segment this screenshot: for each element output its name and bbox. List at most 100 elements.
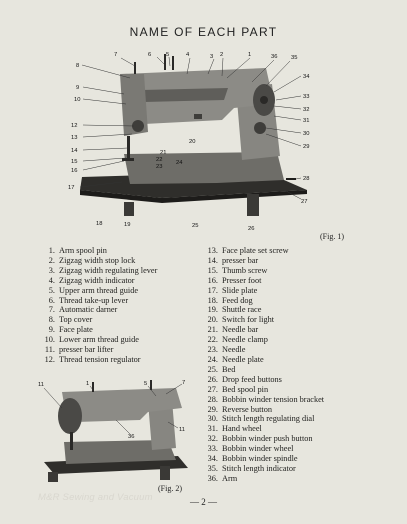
- list-item: 4.Zigzag width indicator: [48, 275, 135, 285]
- callout-2: 2: [220, 52, 223, 58]
- list-item: 29.Reverse button: [207, 404, 273, 414]
- callout-5: 5: [166, 52, 169, 58]
- sewing-machine-illustration: 7 6 5 4 3 2 1 36 35 8 9 10 12 13 14 15 1…: [68, 52, 310, 232]
- callout-21: 21: [160, 150, 166, 156]
- callout-30: 30: [303, 131, 309, 137]
- callout-26: 26: [248, 226, 254, 232]
- hand-wheel-hub: [260, 96, 268, 104]
- list-item: 5.Upper arm thread guide: [48, 285, 139, 295]
- bed-leg: [124, 202, 134, 216]
- callout-14: 14: [71, 148, 78, 154]
- needle-bar: [127, 136, 130, 158]
- list-item: 15.Thumb screw: [207, 265, 268, 275]
- list-item: 9.Face plate: [48, 325, 93, 335]
- needle-bar: [70, 432, 73, 450]
- list-item: 20.Switch for light: [207, 315, 275, 325]
- list-item: 16.Presser foot: [207, 275, 262, 285]
- list-item: 33.Bobbin winder wheel: [207, 444, 294, 454]
- machine-base: [64, 440, 176, 464]
- fig2-callout-11: 11: [38, 382, 44, 388]
- list-item: 23.Needle: [207, 345, 246, 355]
- machine-head: [58, 398, 82, 434]
- callout-36: 36: [271, 54, 277, 60]
- callout-20: 20: [189, 139, 195, 145]
- figure-1-sewing-machine: 7 6 5 4 3 2 1 36 35 8 9 10 12 13 14 15 1…: [52, 44, 322, 236]
- callout-19: 19: [124, 222, 130, 228]
- thread-guide-post: [150, 380, 152, 390]
- bed-leg: [247, 194, 259, 216]
- list-item: 6.Thread take-up lever: [48, 295, 129, 305]
- arm-spool-pin: [134, 62, 136, 74]
- fig2-callout-11b: 11: [179, 427, 185, 433]
- list-item: 17.Slide plate: [207, 285, 258, 295]
- callout-32: 32: [303, 107, 309, 113]
- sewing-machine-illustration-small: 11 1 5 7 11 36: [38, 380, 188, 482]
- list-item: 24.Needle plate: [207, 354, 264, 364]
- stitch-length-dial: [254, 122, 266, 134]
- arm-spool-pin: [92, 382, 94, 392]
- list-item: 28.Bobbin winder tension bracket: [207, 394, 325, 404]
- list-item: 10.Lower arm thread guide: [44, 335, 139, 345]
- callout-33: 33: [303, 94, 309, 100]
- callout-13: 13: [71, 135, 77, 141]
- list-item: 30.Stitch length regulating dial: [207, 414, 315, 424]
- callout-16: 16: [71, 168, 77, 174]
- list-item: 1.Arm spool pin: [48, 246, 107, 255]
- list-item: 35.Stitch length indicator: [207, 463, 296, 473]
- parts-list-left: 1.Arm spool pin 2.Zigzag width stop lock…: [38, 246, 158, 365]
- fig2-callout-5: 5: [144, 381, 147, 387]
- callout-9: 9: [76, 85, 79, 91]
- callout-24: 24: [176, 160, 183, 166]
- list-item: 3.Zigzag width regulating lever: [48, 265, 158, 275]
- list-item: 13.Face plate set screw: [207, 246, 289, 255]
- figure-1-caption: (Fig. 1): [320, 232, 344, 241]
- callout-34: 34: [303, 74, 310, 80]
- tension-regulator-knob: [132, 120, 144, 132]
- arm-panel: [142, 88, 228, 102]
- machine-bed-edge: [80, 190, 307, 203]
- list-item: 34.Bobbin winder spindle: [207, 454, 298, 464]
- machine-head: [120, 74, 148, 136]
- page-number: — 2 —: [190, 497, 217, 507]
- thread-guide-post: [172, 56, 174, 70]
- presser-foot: [122, 158, 134, 161]
- callout-27: 27: [301, 199, 307, 205]
- list-item: 36.Arm: [207, 473, 238, 483]
- fig2-callout-1: 1: [86, 381, 89, 387]
- callout-31: 31: [303, 118, 309, 124]
- page-title: NAME OF EACH PART: [129, 25, 278, 39]
- list-item: 31.Hand wheel: [207, 424, 262, 434]
- callout-3: 3: [210, 54, 213, 60]
- list-item: 21.Needle bar: [207, 325, 259, 335]
- watermark: M&R Sewing and Vacuum: [38, 492, 153, 503]
- light-switch: [194, 114, 202, 119]
- bed-spool-pin: [286, 178, 296, 180]
- callout-4: 4: [186, 52, 190, 58]
- callout-35: 35: [291, 55, 297, 61]
- callout-25: 25: [192, 223, 198, 229]
- callout-17: 17: [68, 185, 74, 191]
- callout-12: 12: [71, 123, 77, 129]
- callout-29: 29: [303, 144, 309, 150]
- list-item: 11.presser bar lifter: [44, 345, 114, 355]
- callout-15: 15: [71, 159, 77, 165]
- list-item: 26.Drop feed buttons: [207, 374, 282, 384]
- list-item: 7.Automatic darner: [48, 305, 118, 315]
- callout-23: 23: [156, 164, 162, 170]
- machine-base: [124, 152, 284, 184]
- callout-18: 18: [96, 221, 102, 227]
- callout-22: 22: [156, 157, 162, 163]
- list-item: 18.Feed dog: [207, 295, 253, 305]
- bed-leg: [48, 472, 58, 482]
- figure-2-caption: (Fig. 2): [158, 484, 182, 493]
- callout-28: 28: [303, 176, 309, 182]
- list-item: 8.Top cover: [48, 315, 93, 325]
- fig2-callout-7: 7: [182, 380, 185, 386]
- bed-leg: [160, 466, 170, 480]
- list-item: 27.Bed spool pin: [207, 384, 269, 394]
- machine-pillar: [148, 400, 176, 450]
- list-item: 2.Zigzag width stop lock: [48, 255, 136, 265]
- machine-arm: [62, 388, 182, 422]
- leader-lines: [43, 383, 183, 435]
